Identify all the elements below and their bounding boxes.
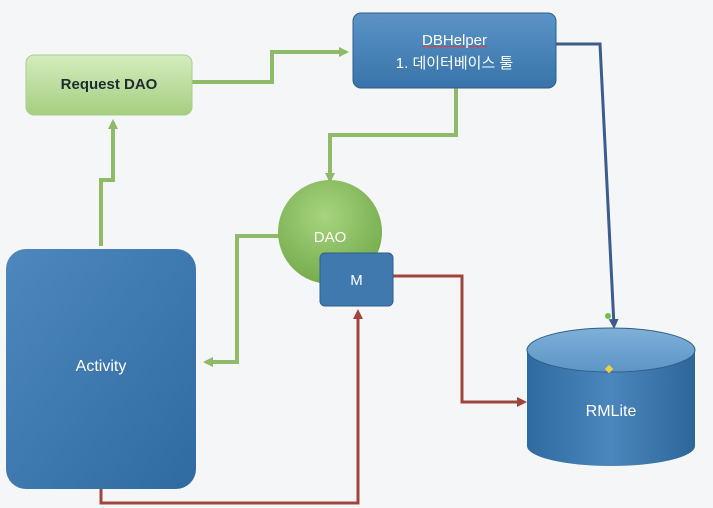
rmlite-cylinder xyxy=(526,327,696,466)
connection-diamond xyxy=(604,364,614,374)
arrow-activity-to-requestdao xyxy=(99,119,118,246)
connection-dot xyxy=(605,313,611,319)
arrow-dbhelper-to-rmlite xyxy=(556,42,619,329)
activity-box xyxy=(6,249,196,489)
arrow-activity-to-m xyxy=(99,309,363,505)
request-dao-box xyxy=(25,54,193,116)
arrow-dao-to-activity xyxy=(203,234,284,367)
dbhelper-box xyxy=(352,12,557,89)
arrow-requestdao-to-dbhelper xyxy=(192,47,349,84)
m-box xyxy=(319,252,394,307)
arrow-m-to-rmlite xyxy=(393,274,527,407)
arrow-dbhelper-to-dao xyxy=(325,88,458,183)
